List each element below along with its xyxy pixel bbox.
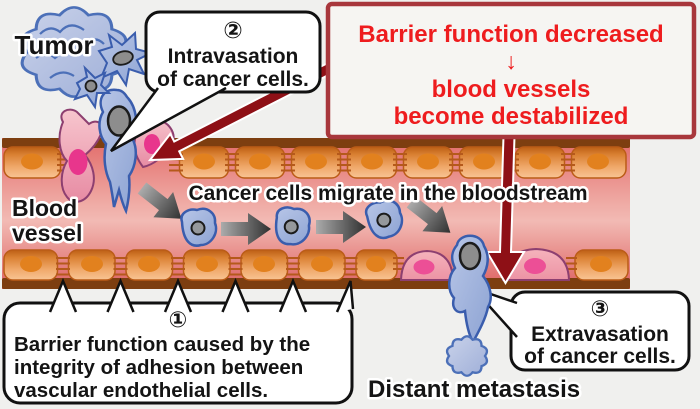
callout-intravasation-line2: of cancer cells.: [157, 68, 309, 91]
callout-pointer: [48, 277, 78, 313]
extravasating-cancer-cell-group: [448, 234, 492, 345]
callout-box: [144, 10, 322, 94]
tight-junction-marks-bottom: [56, 257, 577, 276]
vessel-wall-bottom-nuclei: [20, 256, 612, 272]
blood-vessel-label-line2: vessel: [12, 220, 82, 246]
tumor-label: Tumor: [15, 30, 94, 60]
bloodstream-label: Cancer cells migrate in the bloodstream: [188, 182, 587, 205]
callout-pointer: [335, 280, 355, 313]
destabilized-cell-nucleus: [68, 149, 88, 175]
tumor-texture: [35, 24, 105, 79]
callout-barrier-decreased-box: [325, 1, 697, 140]
barrier-decreased-arrow: ↓: [505, 48, 517, 74]
callout-barrier-function-line3: vascular endothelial cells.: [14, 379, 268, 402]
barrier-decreased-line4: become destabilized: [394, 103, 629, 130]
callout-pointer: [278, 277, 308, 313]
callout-extravasation-line2: of cancer cells.: [524, 345, 676, 368]
callout-extravasation-number: ③: [591, 296, 610, 321]
tumor-cluster: [20, 5, 154, 110]
callout-barrier-function-line2: integrity of adhesion between: [14, 356, 303, 379]
callout-pointer: [106, 277, 135, 313]
callout-barrier-function-number: ①: [169, 307, 188, 332]
vessel-wall-top-nuclei: [21, 153, 609, 170]
callout-intravasation-line1: Intravasation: [168, 45, 299, 68]
callout-pointer: [221, 277, 250, 313]
callout-barrier-function: [2, 277, 355, 405]
callout-tail: [109, 86, 227, 153]
cancer-cell-nucleus: [84, 79, 98, 93]
cancer-cell-nucleus: [106, 105, 132, 137]
cancer-cell-nucleus: [458, 241, 482, 271]
extravasation-site: [399, 247, 571, 281]
destabilized-cell-nucleus: [413, 259, 435, 275]
distant-metastasis-cloud: [445, 335, 489, 377]
callout-pointer: [163, 277, 193, 313]
callout-intravasation: [109, 10, 322, 153]
callout-barrier-function-line1: Barrier function caused by the: [14, 333, 310, 356]
distant-metastasis-label: Distant metastasis: [368, 376, 580, 403]
bloodstream-cancer-cell: [180, 207, 218, 247]
barrier-decreased-line3: blood vessels: [432, 76, 591, 103]
destabilized-cell-nucleus: [524, 258, 546, 274]
destabilized-cell-nucleus: [144, 134, 160, 154]
cancer-cell-nucleus: [112, 50, 134, 66]
callout-intravasation-number: ②: [223, 17, 242, 43]
blood-vessel-label-line1: Blood: [12, 195, 77, 221]
callout-extravasation-line1: Extravasation: [531, 323, 669, 346]
barrier-decreased-line1: Barrier function decreased: [358, 21, 663, 48]
destabilization-arrow: [485, 135, 526, 285]
